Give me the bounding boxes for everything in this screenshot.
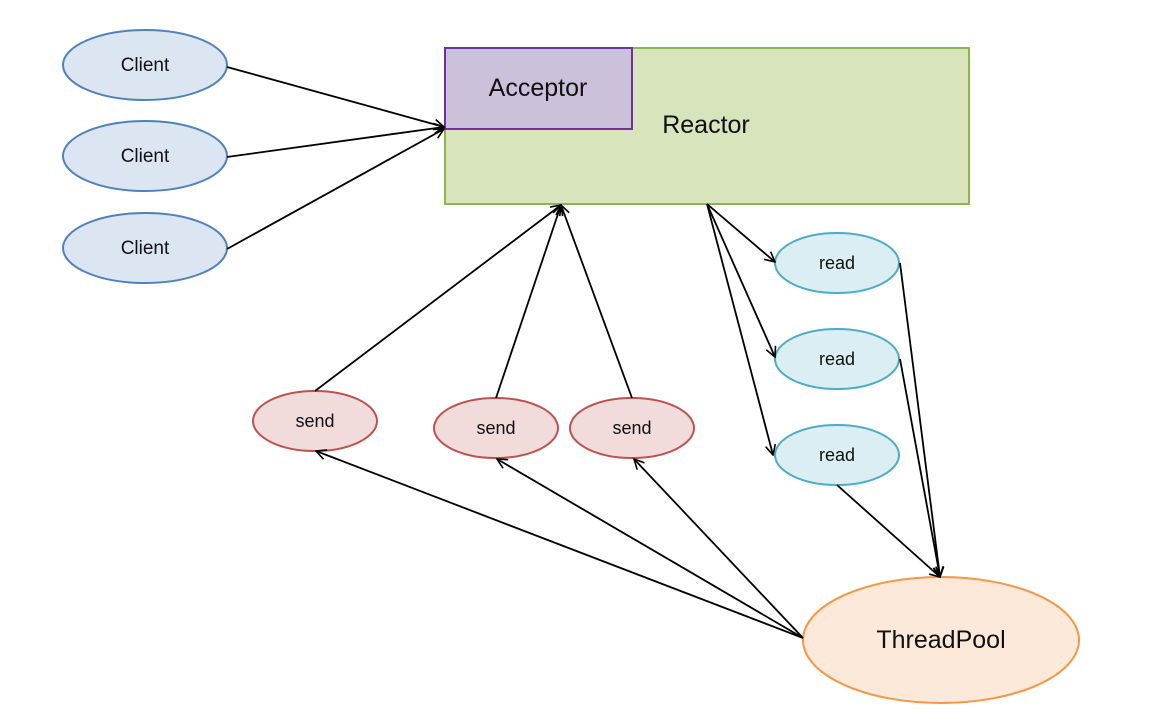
arrow-reactor-to-read-2 [706, 203, 775, 357]
acceptor-label: Acceptor [489, 74, 588, 102]
client-label: Client [121, 238, 170, 259]
send-label: send [612, 418, 651, 438]
arrow-read-3-to-threadpool [836, 484, 940, 577]
read-3: read [774, 424, 900, 486]
read-1: read [774, 232, 900, 294]
read-2: read [774, 328, 900, 390]
arrow-reactor-to-read-3 [706, 203, 773, 455]
client-label: Client [121, 55, 170, 76]
read-ellipse [774, 328, 900, 390]
threadpool: ThreadPool [802, 576, 1080, 704]
threadpool-label: ThreadPool [876, 626, 1005, 654]
client-ellipse [62, 29, 228, 101]
read-label: read [819, 445, 855, 465]
arrow-read-1-to-threadpool [899, 262, 940, 577]
arrow-client-1-to-acceptor [226, 66, 444, 127]
acceptor-box [444, 47, 633, 130]
edges [226, 66, 940, 639]
arrow-send-2-to-reactor [495, 205, 561, 399]
arrow-client-3-to-acceptor [226, 129, 444, 250]
arrow-threadpool-to-send-2 [497, 459, 804, 639]
read-label: read [819, 253, 855, 273]
client-2: Client [62, 120, 228, 192]
arrow-send-3-to-reactor [561, 205, 633, 399]
send-1: send [252, 390, 378, 452]
send-label: send [476, 418, 515, 438]
send-3: send [569, 397, 695, 459]
client-3: Client [62, 212, 228, 284]
client-label: Client [121, 146, 170, 167]
send-label: send [295, 411, 334, 431]
reactor-label: Reactor [662, 111, 750, 139]
arrow-reactor-to-read-1 [706, 203, 775, 262]
client-ellipse [62, 120, 228, 192]
arrow-read-2-to-threadpool [899, 358, 940, 577]
client-1: Client [62, 29, 228, 101]
arrow-send-1-to-reactor [314, 205, 561, 392]
arrow-client-2-to-acceptor [226, 127, 444, 158]
arrow-threadpool-to-send-3 [634, 459, 804, 639]
send-2: send [433, 397, 559, 459]
read-label: read [819, 349, 855, 369]
arrow-threadpool-to-send-1 [316, 451, 804, 639]
